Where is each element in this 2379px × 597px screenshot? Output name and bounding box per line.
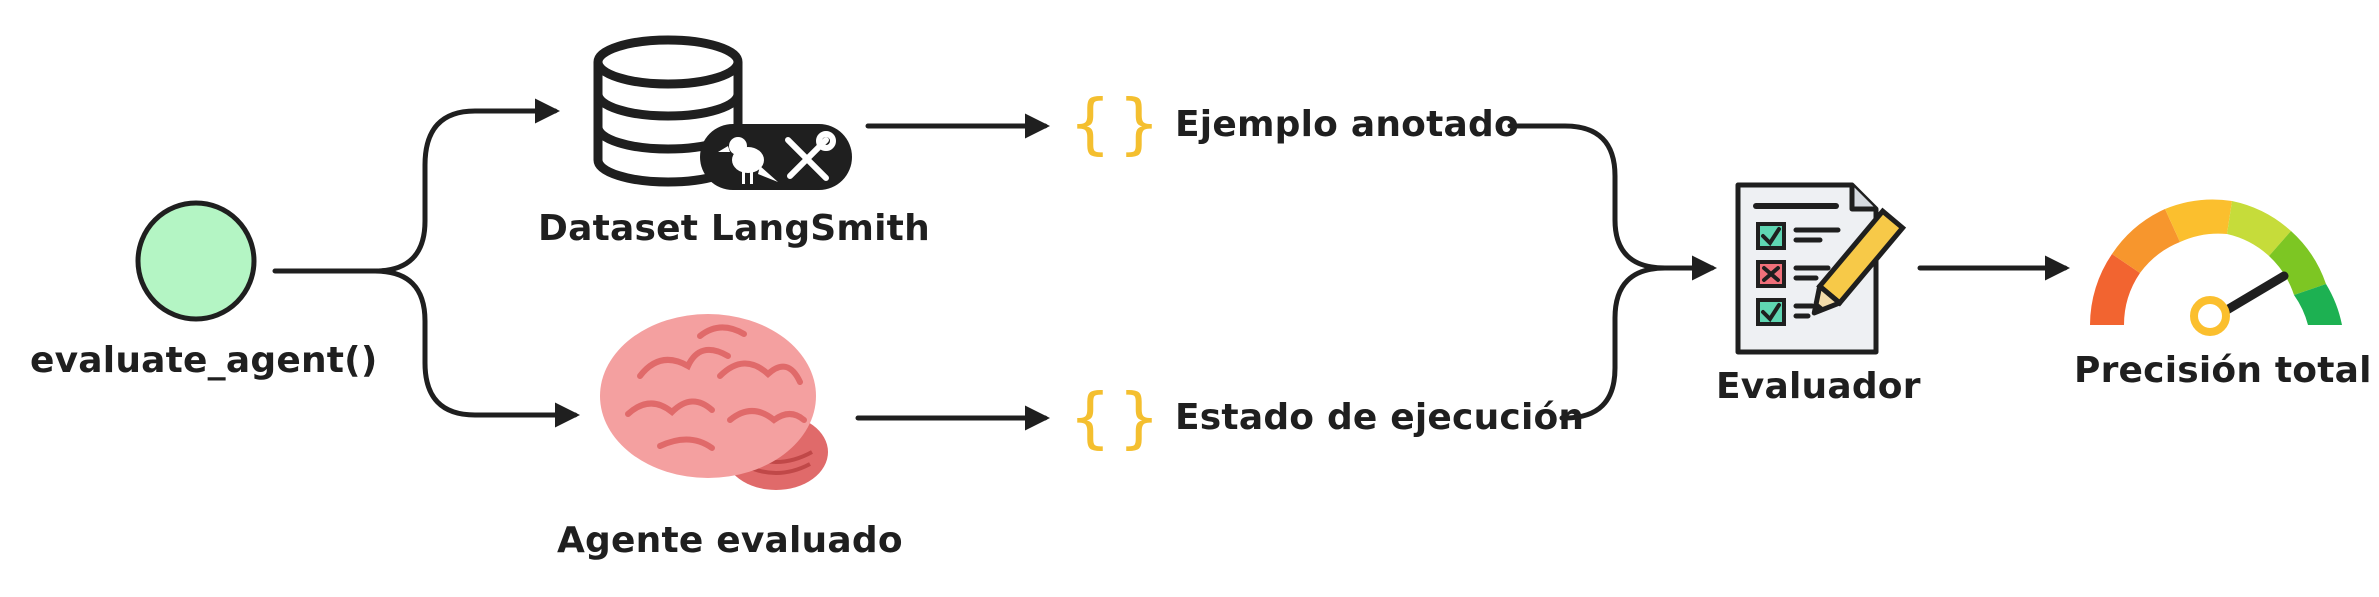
state-label: Estado de ejecución xyxy=(1175,397,1585,438)
svg-text:{: { xyxy=(1069,379,1111,456)
example-label: Ejemplo anotado xyxy=(1175,104,1519,145)
start-label: evaluate_agent() xyxy=(30,340,378,381)
edge-state-evaluator xyxy=(1562,265,1668,421)
accuracy-label: Precisión total xyxy=(2074,350,2372,391)
curly-braces-icon: { } xyxy=(1069,85,1160,162)
svg-text:{: { xyxy=(1069,85,1111,162)
brain-icon xyxy=(600,314,828,490)
curly-braces-icon: { } xyxy=(1069,379,1160,456)
svg-text:}: } xyxy=(1118,379,1160,456)
agent-label: Agente evaluado xyxy=(557,520,903,561)
parrot-icon xyxy=(718,137,778,184)
tools-icon xyxy=(785,131,836,181)
dataset-label: Dataset LangSmith xyxy=(538,208,930,249)
edge-start-agent xyxy=(372,268,580,428)
checklist-icon xyxy=(1735,182,1907,355)
start-circle-icon[interactable] xyxy=(135,200,257,322)
svg-text:}: } xyxy=(1118,85,1160,162)
langsmith-badge xyxy=(700,124,852,190)
edge-example-evaluator xyxy=(1507,123,1717,281)
edge-start-dataset xyxy=(272,98,560,274)
evaluator-label: Evaluador xyxy=(1716,366,1921,407)
gauge-icon xyxy=(2090,199,2342,336)
